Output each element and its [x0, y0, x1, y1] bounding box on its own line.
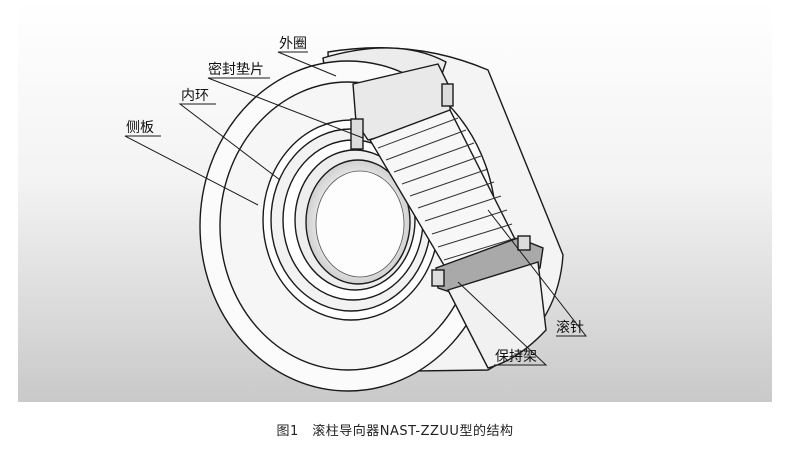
figure-caption: 图1 滚柱导向器NAST-ZZUU型的结构 [276, 424, 514, 439]
label-seal: 密封垫片 [208, 61, 264, 78]
label-inner-ring: 内环 [181, 88, 209, 104]
leader-lines [124, 51, 588, 366]
label-outer-ring: 外圈 [279, 36, 307, 52]
bearing [199, 47, 564, 392]
leader-needle [487, 209, 588, 337]
leader-cage [457, 281, 548, 366]
bearing-diagram: 外圈 密封垫片 内环 侧板 滚针 保持架 [18, 0, 772, 402]
leader-outer-ring [277, 51, 337, 77]
label-needle-roller: 滚针 [556, 319, 584, 336]
needle-rollers [377, 117, 517, 261]
label-side-plate: 侧板 [126, 120, 154, 136]
leader-inner-ring [178, 103, 281, 181]
leader-seal [207, 77, 364, 139]
leader-side-plate [124, 135, 259, 206]
label-cage: 保持架 [495, 349, 537, 365]
